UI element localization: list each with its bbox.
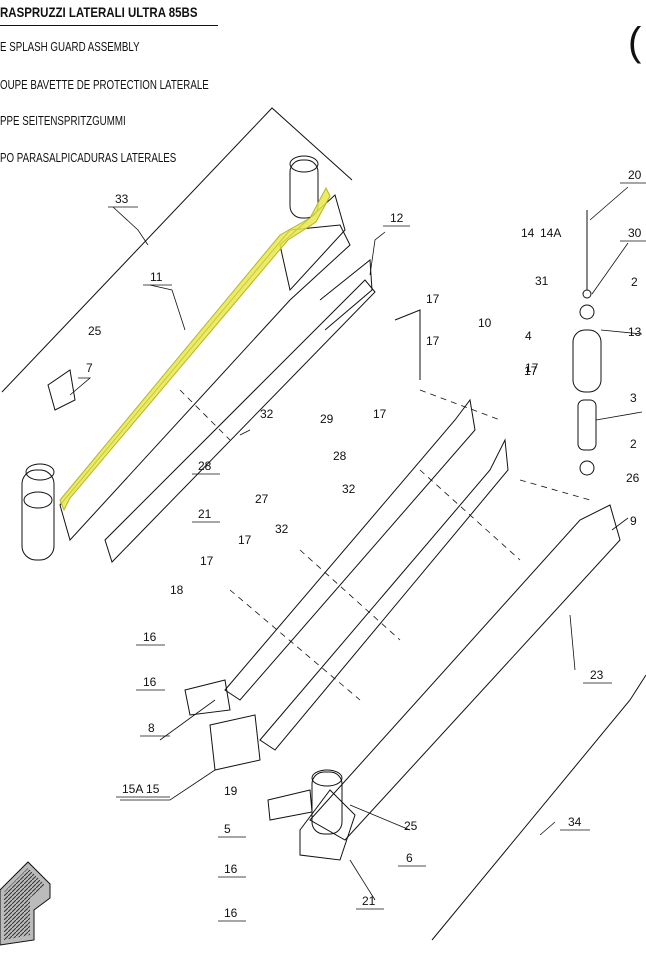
callout-label: 4 <box>525 329 532 343</box>
callout-label: 9 <box>630 514 637 528</box>
subtitle-french: OUPE BAVETTE DE PROTECTION LATERALE <box>0 78 209 92</box>
callout-label: 21 <box>362 894 376 908</box>
part-2-ring-lower <box>579 460 595 476</box>
highlighted-part-11 <box>59 186 331 512</box>
callout-label: 16 <box>143 675 157 689</box>
subtitle-german: PPE SEITENSPRITZGUMMI <box>0 114 126 128</box>
direction-arrow-icon <box>0 861 51 946</box>
callout-label: 19 <box>224 784 238 798</box>
callout-label: 18 <box>170 583 184 597</box>
callout-label: 17 <box>426 334 440 348</box>
callout-label: 2 <box>631 275 638 289</box>
callout-label: 33 <box>115 192 129 206</box>
part-roller-lower-cap <box>311 769 343 787</box>
callout-label: 26 <box>626 471 640 485</box>
part-roller-lower <box>311 771 343 835</box>
callout-label: 11 <box>150 270 163 284</box>
part-roller-top-cap <box>289 155 319 173</box>
callout-label: 17 <box>426 292 440 306</box>
callout-label: 28 <box>333 449 347 463</box>
callout-label: 3 <box>630 391 637 405</box>
callout-label: 17 <box>373 407 387 421</box>
callout-label: 16 <box>143 630 157 644</box>
part-roller-bottom-cap2 <box>23 491 53 509</box>
callout-label: 8 <box>148 721 155 735</box>
page-corner-glyph: ( <box>628 20 642 64</box>
callout-label: 23 <box>590 668 604 682</box>
callout-label: 15A 15 <box>122 782 160 796</box>
part-15-plate <box>209 714 261 771</box>
assembly-bracket-right <box>431 674 646 941</box>
callout-label: 16 <box>224 862 238 876</box>
callout-label: 13 <box>628 325 642 339</box>
part-roller-top <box>289 159 319 219</box>
callout-label: 20 <box>628 168 642 182</box>
callout-label: 25 <box>88 324 102 338</box>
callout-label: 30 <box>628 226 642 240</box>
part-roller-bottom <box>21 469 55 561</box>
part-2-ring <box>579 304 595 320</box>
callout-label: 14 <box>521 226 535 240</box>
callout-label: 7 <box>86 361 93 375</box>
callout-label: 32 <box>342 482 356 496</box>
callout-label: 25 <box>404 819 418 833</box>
callout-label: 17 <box>525 361 539 375</box>
callout-label: 17 <box>200 554 214 568</box>
part-3-spacer <box>577 399 597 451</box>
part-foot <box>299 789 356 861</box>
part-11-end-plate <box>279 194 346 292</box>
part-13-cylinder <box>572 329 602 393</box>
callout-label: 14A <box>540 226 561 240</box>
part-bracket-17 <box>394 309 421 380</box>
part-roller-bottom-cap1 <box>25 463 55 481</box>
part-8-plate <box>184 679 231 716</box>
part-10-strip <box>224 398 476 701</box>
callout-label: 32 <box>260 407 274 421</box>
subtitle-english: E SPLASH GUARD ASSEMBLY <box>0 40 140 54</box>
diagram-title: RASPRUZZI LATERALI ULTRA 85BS <box>0 4 198 20</box>
callout-label: 32 <box>275 522 289 536</box>
part-9-channel <box>309 504 621 841</box>
callout-label: 16 <box>224 906 238 920</box>
callout-label: 6 <box>406 851 413 865</box>
callout-label: 12 <box>390 211 404 225</box>
part-strip-mid <box>259 438 509 751</box>
subtitle-spanish: PO PARASALPICADURAS LATERALES <box>0 151 177 165</box>
part-12-end <box>319 259 373 331</box>
callout-label: 10 <box>478 316 492 330</box>
callout-label: 27 <box>255 492 269 506</box>
callout-label: 28 <box>198 459 212 473</box>
callout-label: 21 <box>198 507 212 521</box>
part-5-plate <box>267 789 313 821</box>
leader-lines <box>69 186 643 901</box>
part-7-bracket <box>47 369 76 411</box>
title-underline <box>0 25 218 26</box>
callout-label: 17 <box>238 533 252 547</box>
callout-label: 31 <box>535 274 549 288</box>
part-12-strip <box>104 279 376 563</box>
callout-label: 34 <box>568 815 582 829</box>
callout-label: 2 <box>630 437 637 451</box>
assembly-bracket-left <box>1 107 353 393</box>
callout-label: 5 <box>224 822 231 836</box>
callout-label: 17 <box>524 364 538 378</box>
part-30-washer <box>582 289 592 299</box>
callout-label: 29 <box>320 412 334 426</box>
